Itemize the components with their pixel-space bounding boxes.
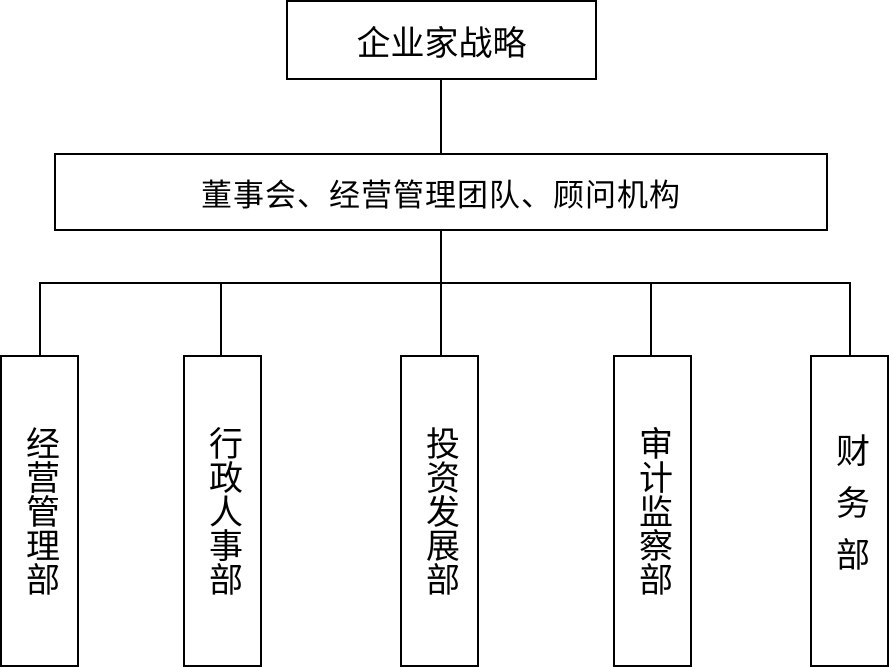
node-dept-finance: 财务部 <box>810 355 889 667</box>
connector-horizontal-bus <box>39 282 851 284</box>
connector-drop-4 <box>650 282 652 355</box>
dept-label: 经营管理部 <box>19 426 60 596</box>
connector-drop-2 <box>220 282 222 355</box>
connector-drop-1 <box>39 282 41 355</box>
dept-label: 投资发展部 <box>419 426 460 596</box>
connector-middle-to-bus <box>440 231 442 283</box>
node-entrepreneur-strategy-label: 企业家战略 <box>356 23 527 64</box>
connector-top-to-middle <box>440 80 442 153</box>
node-entrepreneur-strategy: 企业家战略 <box>286 0 597 80</box>
node-board-management-advisors: 董事会、经营管理团队、顾问机构 <box>54 153 828 231</box>
dept-label: 行政人事部 <box>202 426 243 596</box>
connector-drop-3 <box>440 282 442 355</box>
node-dept-investment-development: 投资发展部 <box>400 355 479 667</box>
dept-label: 审计监察部 <box>632 426 673 596</box>
connector-drop-5 <box>849 282 851 355</box>
node-dept-operations-management: 经营管理部 <box>0 355 79 667</box>
node-dept-admin-hr: 行政人事部 <box>183 355 262 667</box>
node-dept-audit-supervision: 审计监察部 <box>613 355 692 667</box>
node-board-management-advisors-label: 董事会、经营管理团队、顾问机构 <box>201 177 681 214</box>
dept-label: 财务部 <box>829 433 870 589</box>
